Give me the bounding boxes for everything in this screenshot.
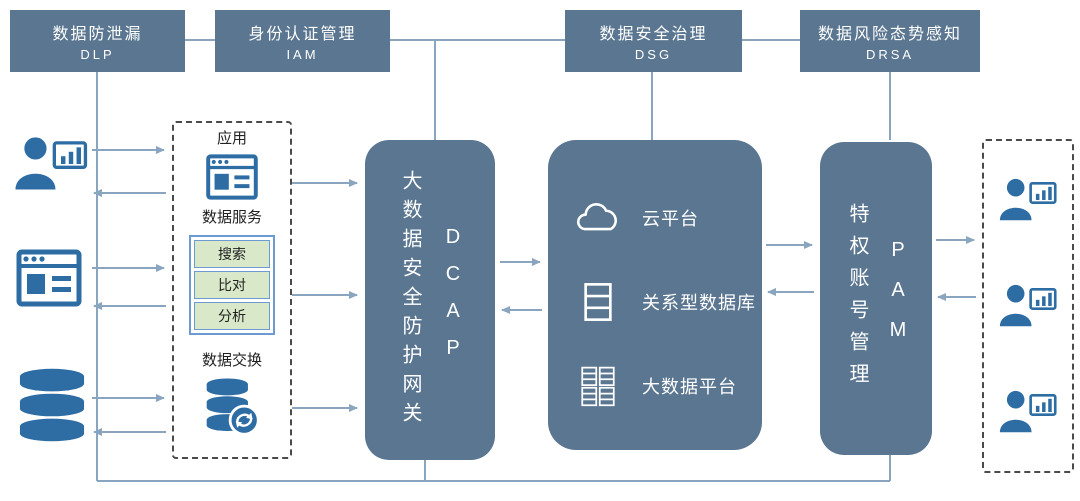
relational-db-icon: [570, 282, 626, 322]
dcap-gateway-box: 大数据安全防护网关 DCAP: [365, 140, 495, 460]
service-list: 搜索 比对 分析: [189, 235, 275, 335]
platform-item-label: 大数据平台: [642, 377, 737, 397]
platform-item-label: 关系型数据库: [642, 293, 756, 313]
user-with-chart-icon: [999, 388, 1057, 436]
platform-box: 云平台 关系型数据库 大数据平台: [548, 140, 762, 450]
user-with-chart-icon: [999, 176, 1057, 224]
data-service-panel: 应用 数据服务 搜索 比对 分析 数据交换: [172, 121, 292, 459]
top-box-drsa: 数据风险态势感知 DRSA: [800, 10, 980, 72]
iam-title: 身份认证管理: [248, 26, 357, 43]
gateway-title: 大数据安全防护网关: [399, 169, 421, 431]
platform-item-label: 云平台: [642, 209, 699, 229]
top-box-dsg: 数据安全治理 DSG: [565, 10, 742, 72]
bigdata-cluster-icon: [570, 365, 626, 407]
dlp-abbr: DLP: [80, 47, 115, 62]
app-label: 应用: [216, 130, 247, 147]
service-item-search: 搜索: [194, 240, 270, 268]
platform-row-rdb: 关系型数据库: [570, 278, 756, 326]
user-with-chart-icon: [14, 134, 88, 194]
dlp-title: 数据防泄漏: [52, 26, 143, 43]
iam-abbr: IAM: [286, 47, 319, 62]
platform-row-cloud: 云平台: [570, 194, 699, 242]
pam-box: 特权账号管理 PAM: [820, 142, 932, 455]
connector-lines: [96, 39, 891, 482]
user-with-chart-icon: [999, 282, 1057, 330]
flow-arrows: [92, 146, 976, 436]
data-service-label: 数据服务: [201, 209, 262, 226]
dsg-title: 数据安全治理: [599, 26, 708, 43]
privileged-users-panel: [982, 139, 1074, 473]
dsg-abbr: DSG: [634, 47, 673, 62]
drsa-abbr: DRSA: [865, 47, 915, 62]
pam-title: 特权账号管理: [846, 202, 868, 395]
platform-row-bigdata: 大数据平台: [570, 362, 737, 410]
data-exchange-label: 数据交换: [201, 352, 262, 369]
top-box-dlp: 数据防泄漏 DLP: [10, 10, 185, 72]
gateway-abbr: DCAP: [442, 226, 464, 374]
pam-abbr: PAM: [887, 238, 909, 359]
top-box-iam: 身份认证管理 IAM: [215, 10, 390, 72]
database-stack-icon: [14, 368, 90, 442]
data-exchange-icon: [201, 378, 263, 438]
app-window-icon: [16, 248, 82, 308]
service-item-analyze: 分析: [194, 302, 270, 330]
cloud-icon: [570, 201, 626, 235]
application-window-icon: [205, 154, 259, 200]
service-item-compare: 比对: [194, 271, 270, 299]
drsa-title: 数据风险态势感知: [817, 26, 962, 43]
